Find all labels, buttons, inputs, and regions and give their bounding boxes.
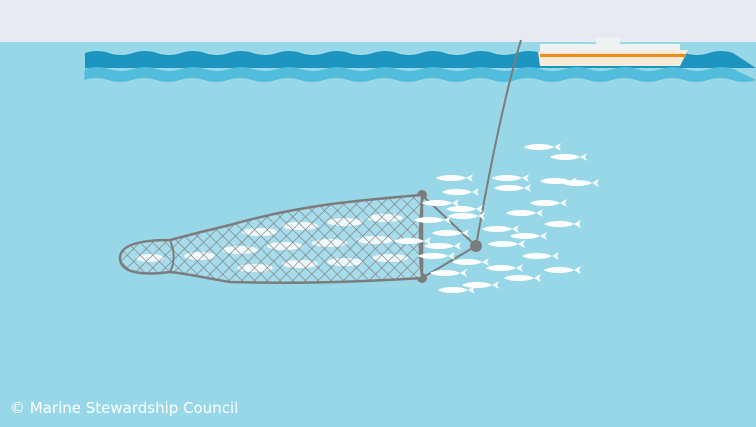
quay-wall — [0, 42, 85, 82]
copyright-credit: © Marine Stewardship Council — [10, 399, 238, 417]
towing-point — [470, 240, 482, 252]
sky — [0, 0, 756, 45]
